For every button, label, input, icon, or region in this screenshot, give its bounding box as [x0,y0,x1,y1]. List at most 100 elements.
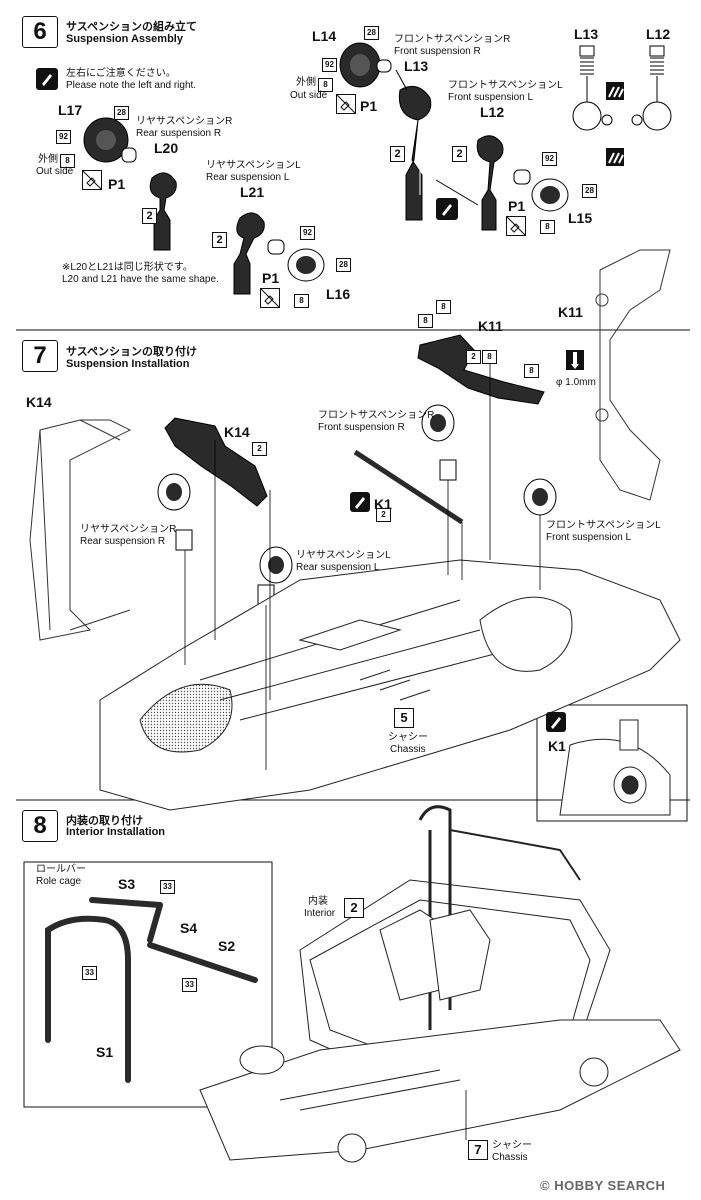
chassis-step8-ref: 7 [468,1140,488,1160]
cement-icon-b [606,148,624,166]
color-2-box-c: 2 [142,208,157,224]
no-glue-icon-d [260,288,280,308]
front-suspension-r-install [421,404,457,481]
step6-note-jp: 左右にご注意ください。 [66,68,176,79]
rear-suspension-r-assembly [157,473,193,551]
outside-en-rear: Out side [36,166,74,177]
rollbar-en: Role cage [36,876,82,887]
color-92-box-d: 92 [300,226,315,240]
step7-front-r-jp: フロントサスペンションR [318,410,435,421]
part-l13-label: L13 [404,58,429,74]
watermark-copy: © [540,1178,551,1193]
s1-roll-bar [45,915,131,1083]
color-28-box-b: 28 [582,184,597,198]
step6-number: 6 [22,16,58,48]
color-8-box-f: 8 [436,300,451,314]
no-glue-icon-b [506,216,526,236]
drill-size: φ 1.0mm [556,377,596,388]
color-92-box-c: 92 [56,130,71,144]
step6-title-en: Suspension Assembly [66,33,183,45]
interior-en: Interior [304,908,336,919]
k14-label: K14 [224,424,250,440]
part-l15: L15 [568,210,593,226]
cement-icon [606,82,624,100]
color-8-box-e: 8 [418,314,433,328]
part-l13: L13 [574,26,599,42]
step7-rear-r-jp: リヤサスペンションR [80,524,177,535]
rollcage-inset-box [23,861,273,1108]
glue-icon-detail [546,712,566,732]
step7-title-en: Suspension Installation [66,358,190,370]
l14-disc [339,42,392,88]
k1-detail-label: K1 [548,738,566,754]
step8-title-en: Interior Installation [66,826,166,838]
color-2-box-b: 2 [452,146,467,162]
color-2-box-d: 2 [212,232,227,248]
color-8-box-d: 8 [294,294,309,308]
color-28-box: 28 [364,26,379,40]
color-33-box-c: 33 [182,978,197,992]
k14-label-left: K14 [26,394,52,410]
chassis-en: Chassis [390,744,426,755]
s3-bar [89,897,163,908]
step7-title-jp: サスペンションの取り付け [66,345,198,358]
part-p1-front-l: P1 [508,198,526,214]
front-suspension-r-en: Front suspension R [394,46,481,57]
rear-suspension-r-jp: リヤサスペンションR [136,116,233,127]
color-8-box-g: 8 [482,350,497,364]
chassis-drawing [99,559,681,811]
drill-icon [566,350,584,370]
rear-suspension-l-assembly [257,546,293,606]
k1-detail-box [536,704,688,822]
color-28-box-d: 28 [336,258,351,272]
color-33-box-b: 33 [82,966,97,980]
no-glue-icon [336,94,356,114]
step7-rear-l-en: Rear suspension L [296,562,380,573]
chassis-step8-drawing [199,1019,681,1163]
step7-leader-lines [184,350,541,770]
k14-rear-frame [164,417,268,507]
part-p1-rear-r: P1 [108,176,126,192]
interior-jp: 内装 [308,896,328,907]
same-shape-note-en: L20 and L21 have the same shape. [62,274,219,285]
rear-suspension-r-en: Rear suspension R [136,128,222,139]
k11-label-right: K11 [558,304,583,320]
glue-icon-k1 [350,492,370,512]
part-s3: S3 [118,876,136,892]
color-92-box-b: 92 [542,152,557,166]
l12-shock [631,45,672,131]
glue-icon [436,198,458,220]
part-l21: L21 [240,184,265,200]
no-glue-icon-c [82,170,102,190]
front-suspension-l-jp: フロントサスペンションL [448,80,563,91]
front-suspension-l-strut [435,135,569,231]
interior-step-ref: 2 [344,898,364,918]
chassis-step8-en: Chassis [492,1152,528,1163]
k1-detail-drawing [559,719,671,816]
step8-number: 8 [22,810,58,842]
l13-shock [572,45,613,131]
part-s1: S1 [96,1044,114,1060]
k1-rod [353,449,464,525]
part-l16: L16 [326,286,351,302]
outside-en-front: Out side [290,90,328,101]
part-l12-label: L12 [480,104,505,120]
color-8-box-b: 8 [540,220,555,234]
outside-jp-front: 外側 [296,77,316,88]
outside-jp-rear: 外側 [38,154,58,165]
front-suspension-r-jp: フロントサスペンションR [394,34,511,45]
front-suspension-l-en: Front suspension L [448,92,534,103]
watermark-text: HOBBY SEARCH [554,1178,666,1193]
part-s4: S4 [180,920,198,936]
part-p1-rear-l: P1 [262,270,280,286]
part-l20: L20 [154,140,179,156]
color-2-box: 2 [390,146,405,162]
part-l12: L12 [646,26,671,42]
step7-rear-r-en: Rear suspension R [80,536,166,547]
caution-icon [36,68,58,90]
color-8-box-h: 8 [524,364,539,378]
k11-frame-outline [595,249,671,501]
s2-bar [147,942,258,983]
step6-title-jp: サスペンションの組み立て [66,20,198,33]
